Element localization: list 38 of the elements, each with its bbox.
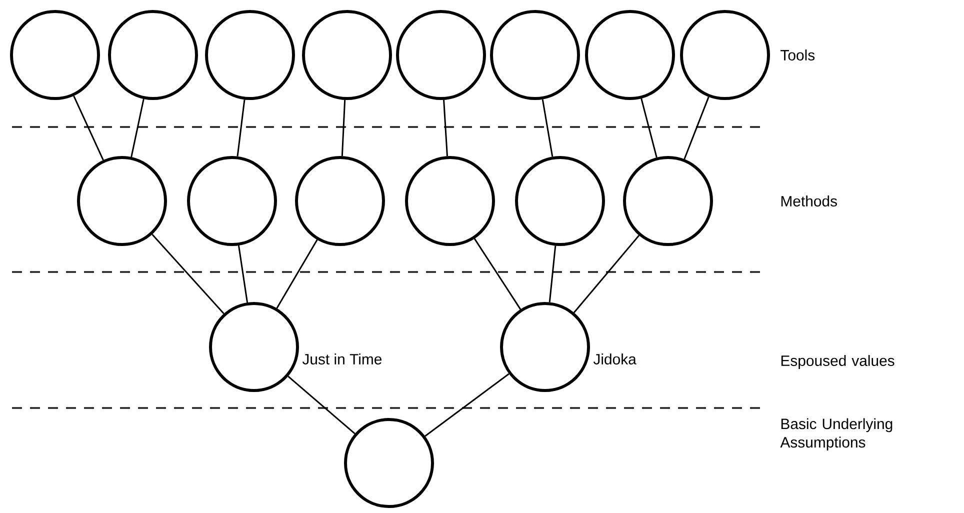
connector-line (684, 96, 710, 160)
connector-line (474, 238, 522, 310)
connector-line (542, 99, 554, 157)
circle (209, 302, 299, 392)
circle (344, 418, 434, 508)
connector-line (640, 98, 658, 158)
connector-line (236, 100, 246, 156)
connector-line (73, 96, 104, 160)
circle (515, 156, 605, 246)
level-label: Methods (781, 196, 837, 206)
connector-line (341, 100, 346, 156)
connector-line (424, 373, 510, 437)
circle (396, 10, 486, 100)
connector-line (573, 234, 640, 314)
node-caption: Just in Time (302, 354, 382, 364)
connector-line (238, 245, 248, 303)
circle (405, 156, 495, 246)
circle (500, 302, 590, 392)
circle (10, 10, 100, 100)
circle (77, 156, 167, 246)
circle (623, 156, 713, 246)
connector-line (548, 246, 556, 302)
connector-line (443, 100, 448, 156)
connector-line (130, 98, 144, 158)
circle (205, 10, 295, 100)
circle (108, 10, 198, 100)
connector-line (152, 234, 224, 314)
node-caption: Jidoka (593, 354, 636, 364)
circle (490, 10, 580, 100)
connector-line (276, 239, 318, 309)
circle (585, 10, 675, 100)
circle (295, 156, 385, 246)
connector-line (288, 376, 356, 434)
circle (187, 156, 277, 246)
level-label: Espoused values (781, 355, 894, 369)
circle (680, 10, 770, 100)
circle (302, 10, 392, 100)
level-label: Basic Underlying Assumptions (780, 418, 892, 451)
